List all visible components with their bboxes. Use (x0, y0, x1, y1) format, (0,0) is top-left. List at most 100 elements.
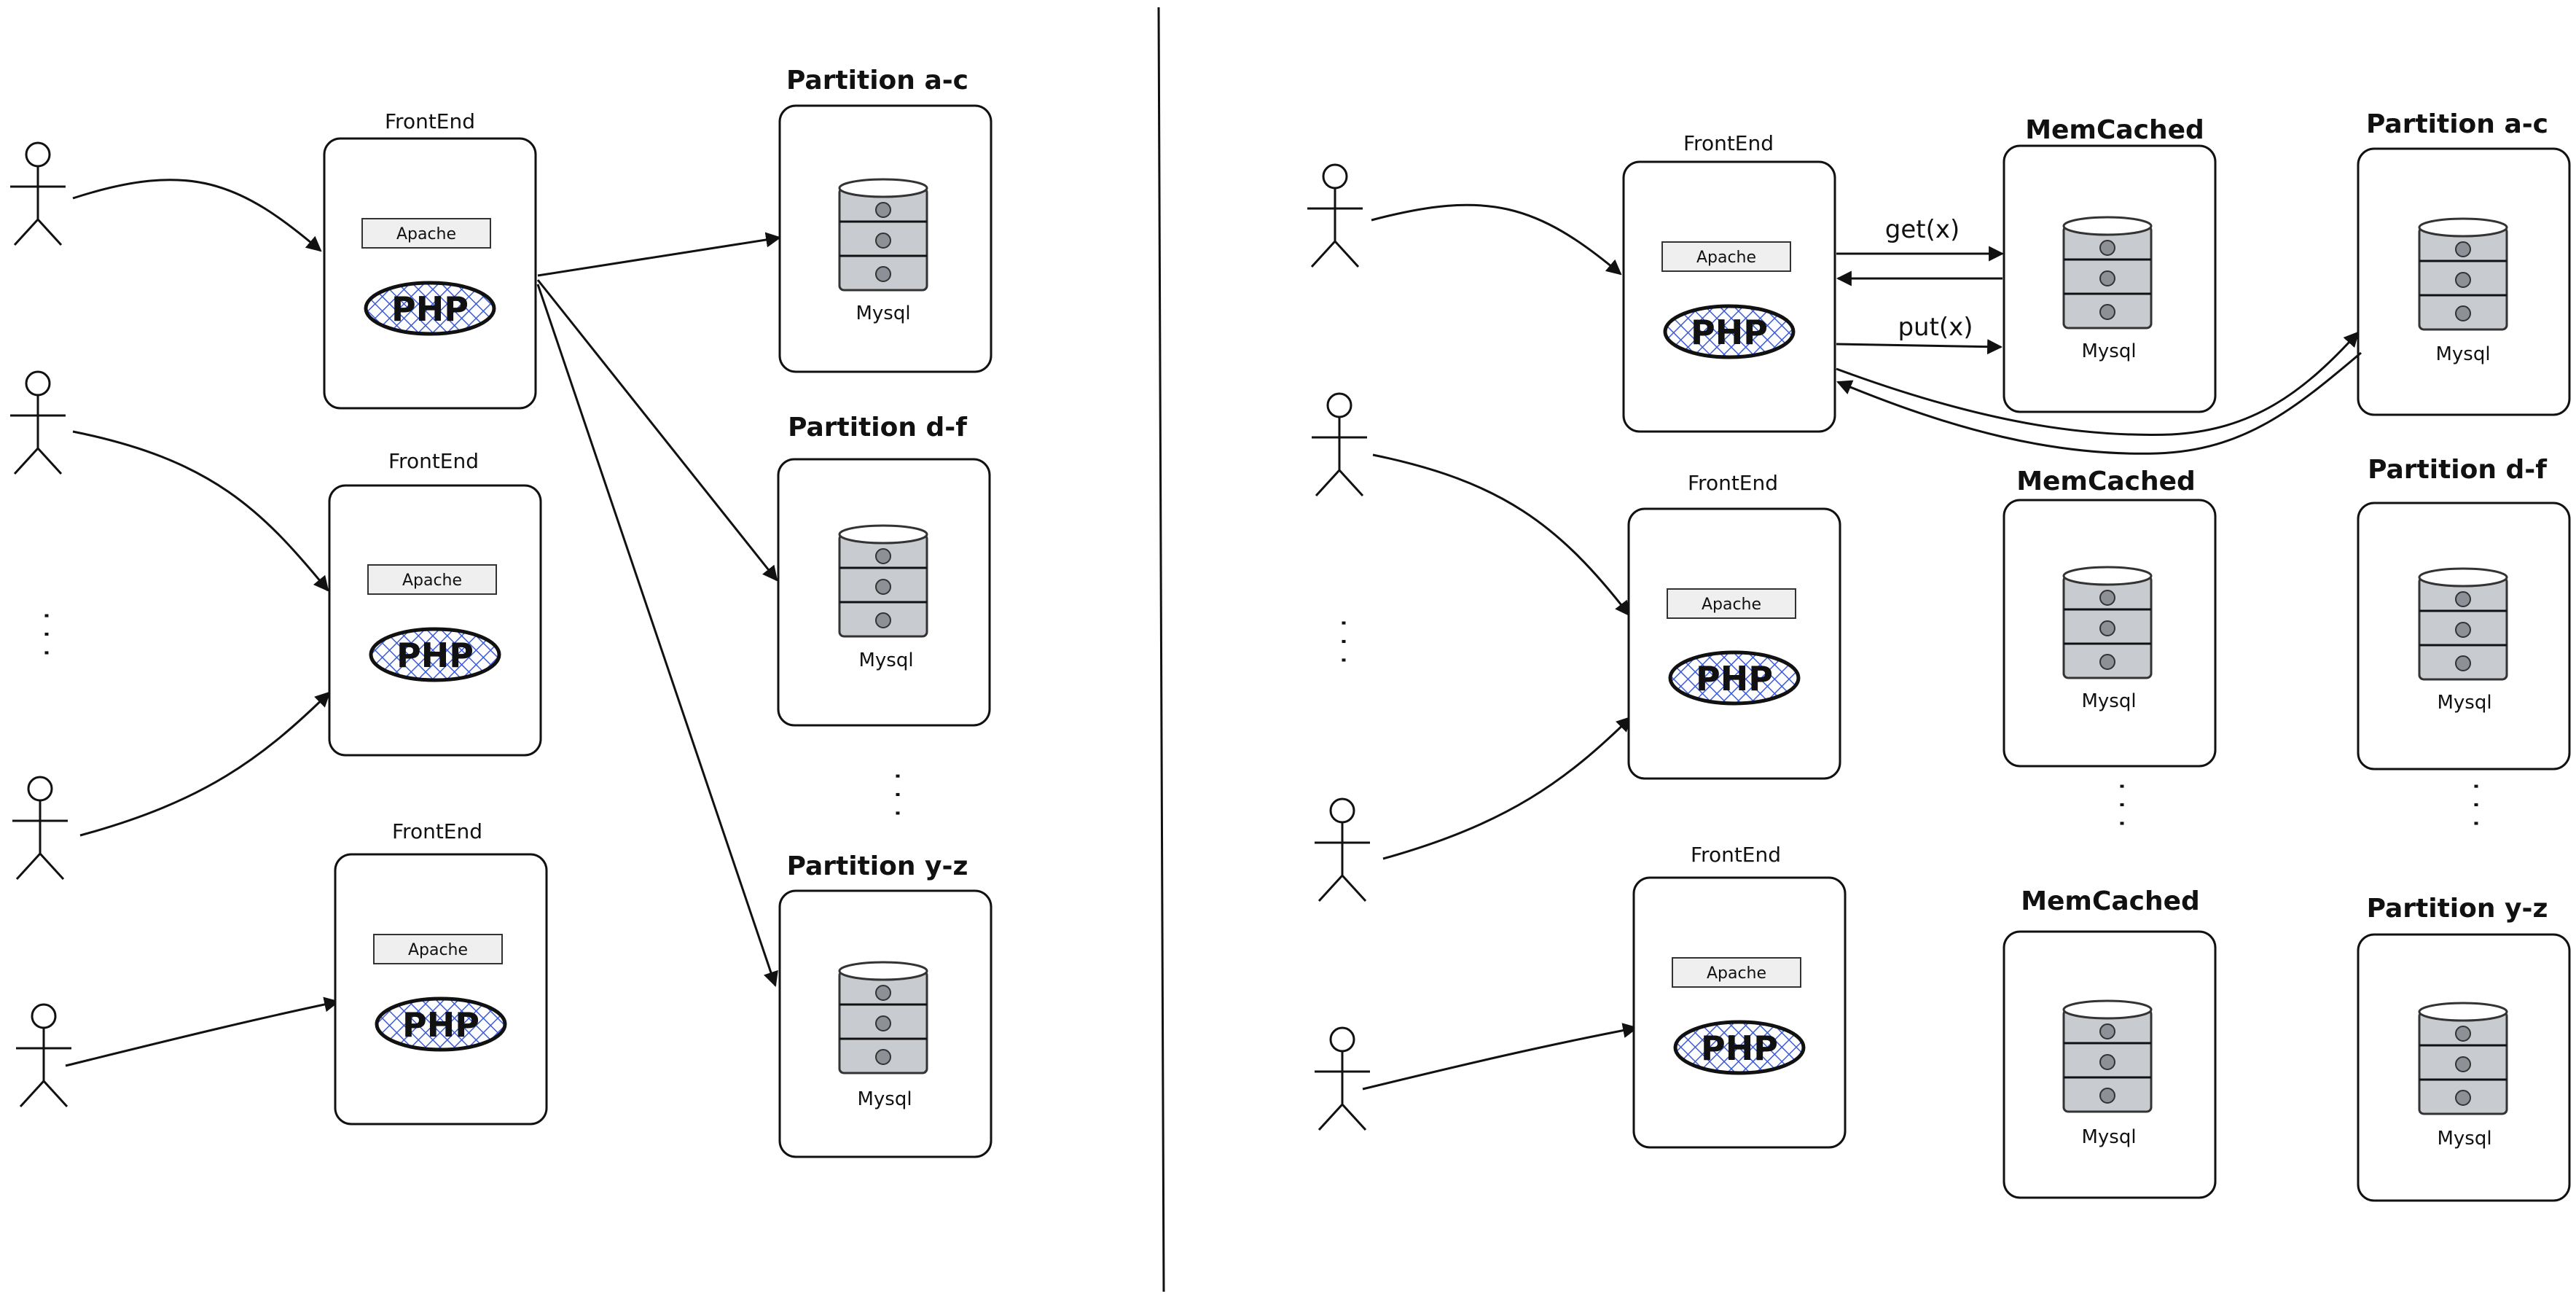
database-icon (2418, 217, 2508, 331)
user-icon (1315, 797, 1370, 902)
php-label: PHP (1691, 313, 1768, 352)
frontend-title: FrontEnd (388, 449, 479, 473)
user-request-arrow (79, 691, 331, 837)
apache-module (1672, 957, 1801, 988)
user-request-arrow (65, 996, 340, 1067)
panel-divider (1157, 7, 1165, 1292)
php-logo-icon (1673, 1020, 1806, 1075)
php-logo-icon (369, 627, 501, 682)
mysql-label: Mysql (858, 650, 913, 671)
query-arrow (536, 284, 778, 987)
database-icon (2418, 567, 2508, 681)
apache-label: Apache (396, 225, 456, 243)
apache-label: Apache (408, 941, 468, 959)
frontend-server: FrontEnd Apache PHP (323, 109, 537, 410)
user-icon (1315, 1026, 1370, 1131)
apache-label: Apache (1696, 249, 1756, 267)
partition-ac: Partition a-c Mysql (2357, 109, 2571, 416)
apache-module (367, 564, 497, 595)
partition-title: Partition d-f (2368, 455, 2547, 485)
php-label: PHP (391, 289, 469, 329)
frontend-title: FrontEnd (385, 109, 475, 133)
partition-title: Partition a-c (2366, 109, 2548, 139)
database-icon (2062, 999, 2153, 1113)
mysql-label: Mysql (857, 1088, 912, 1110)
frontend-title: FrontEnd (1688, 471, 1778, 495)
query-arrow (536, 279, 778, 582)
users-ellipsis: · · · (1326, 618, 1360, 665)
php-logo-icon (375, 996, 507, 1052)
user-icon (16, 1003, 71, 1108)
php-logo-icon (1663, 304, 1796, 359)
user-icon (12, 776, 68, 881)
mysql-label: Mysql (2081, 690, 2136, 712)
user-icon (10, 370, 66, 475)
frontend-title: FrontEnd (1691, 843, 1781, 867)
mysql-label: Mysql (2437, 692, 2491, 714)
user-request-arrow (72, 179, 322, 252)
partition-yz: Partition y-z Mysql (2357, 894, 2571, 1202)
user-request-arrow (1362, 1023, 1639, 1091)
get-label: get(x) (1885, 215, 1960, 244)
memcached-server: MemCached Mysql (2003, 115, 2217, 413)
partition-df: Partition d-f Mysql (2357, 455, 2571, 771)
db-query-arrow (1836, 331, 2360, 436)
mysql-label: Mysql (2081, 340, 2136, 362)
memcached-server: MemCached Mysql (2003, 886, 2217, 1199)
user-request-arrow (72, 430, 329, 592)
apache-module (1667, 588, 1796, 619)
php-label: PHP (402, 1005, 479, 1045)
user-request-arrow (1382, 716, 1632, 860)
apache-module (1661, 241, 1791, 272)
memcached-title: MemCached (2021, 886, 2200, 916)
put-label: put(x) (1898, 313, 1973, 342)
php-label: PHP (1701, 1029, 1778, 1068)
partitions-ellipsis: · · · (2459, 781, 2492, 828)
apache-label: Apache (402, 572, 462, 590)
memcached-title: MemCached (2016, 467, 2196, 496)
partition-df: Partition d-f Mysql (777, 413, 991, 727)
partition-title: Partition y-z (787, 851, 968, 881)
memcached-title: MemCached (2025, 115, 2204, 145)
database-icon (2062, 216, 2153, 329)
php-label: PHP (1696, 659, 1773, 698)
database-icon (838, 178, 928, 292)
apache-label: Apache (1702, 596, 1761, 614)
mysql-label: Mysql (856, 303, 910, 324)
php-logo-icon (364, 281, 496, 336)
apache-module (361, 218, 491, 249)
db-response-arrow (1836, 351, 2362, 455)
apache-module (373, 934, 503, 964)
user-icon (1312, 392, 1367, 497)
user-icon (10, 141, 66, 246)
partition-title: Partition a-c (786, 66, 968, 95)
database-icon (838, 961, 928, 1074)
mysql-label: Mysql (2437, 1128, 2491, 1150)
frontend-title: FrontEnd (1683, 131, 1774, 155)
partition-title: Partition y-z (2367, 894, 2548, 924)
mysql-label: Mysql (2435, 343, 2490, 365)
frontend-server: FrontEnd Apache PHP (1627, 471, 1841, 780)
query-arrow (537, 232, 782, 277)
frontend-server: FrontEnd Apache PHP (328, 449, 542, 757)
user-request-arrow (1371, 203, 1622, 276)
frontend-server: FrontEnd Apache PHP (1632, 843, 1847, 1149)
user-request-arrow (1372, 453, 1631, 617)
frontend-title: FrontEnd (392, 819, 482, 843)
user-icon (1307, 163, 1363, 268)
partition-title: Partition d-f (788, 413, 967, 442)
partition-yz: Partition y-z Mysql (778, 851, 993, 1158)
partitions-ellipsis: · · · (880, 771, 914, 818)
mysql-label: Mysql (2081, 1126, 2136, 1148)
php-label: PHP (396, 636, 474, 675)
memcached-ellipsis: · · · (2105, 781, 2138, 828)
php-logo-icon (1668, 650, 1801, 706)
database-icon (838, 524, 928, 638)
apache-label: Apache (1707, 964, 1766, 983)
database-icon (2062, 566, 2153, 679)
memcached-server: MemCached Mysql (2003, 467, 2217, 768)
frontend-server: FrontEnd Apache PHP (334, 819, 548, 1126)
database-icon (2418, 1002, 2508, 1115)
frontend-server: FrontEnd Apache PHP (1622, 131, 1836, 433)
